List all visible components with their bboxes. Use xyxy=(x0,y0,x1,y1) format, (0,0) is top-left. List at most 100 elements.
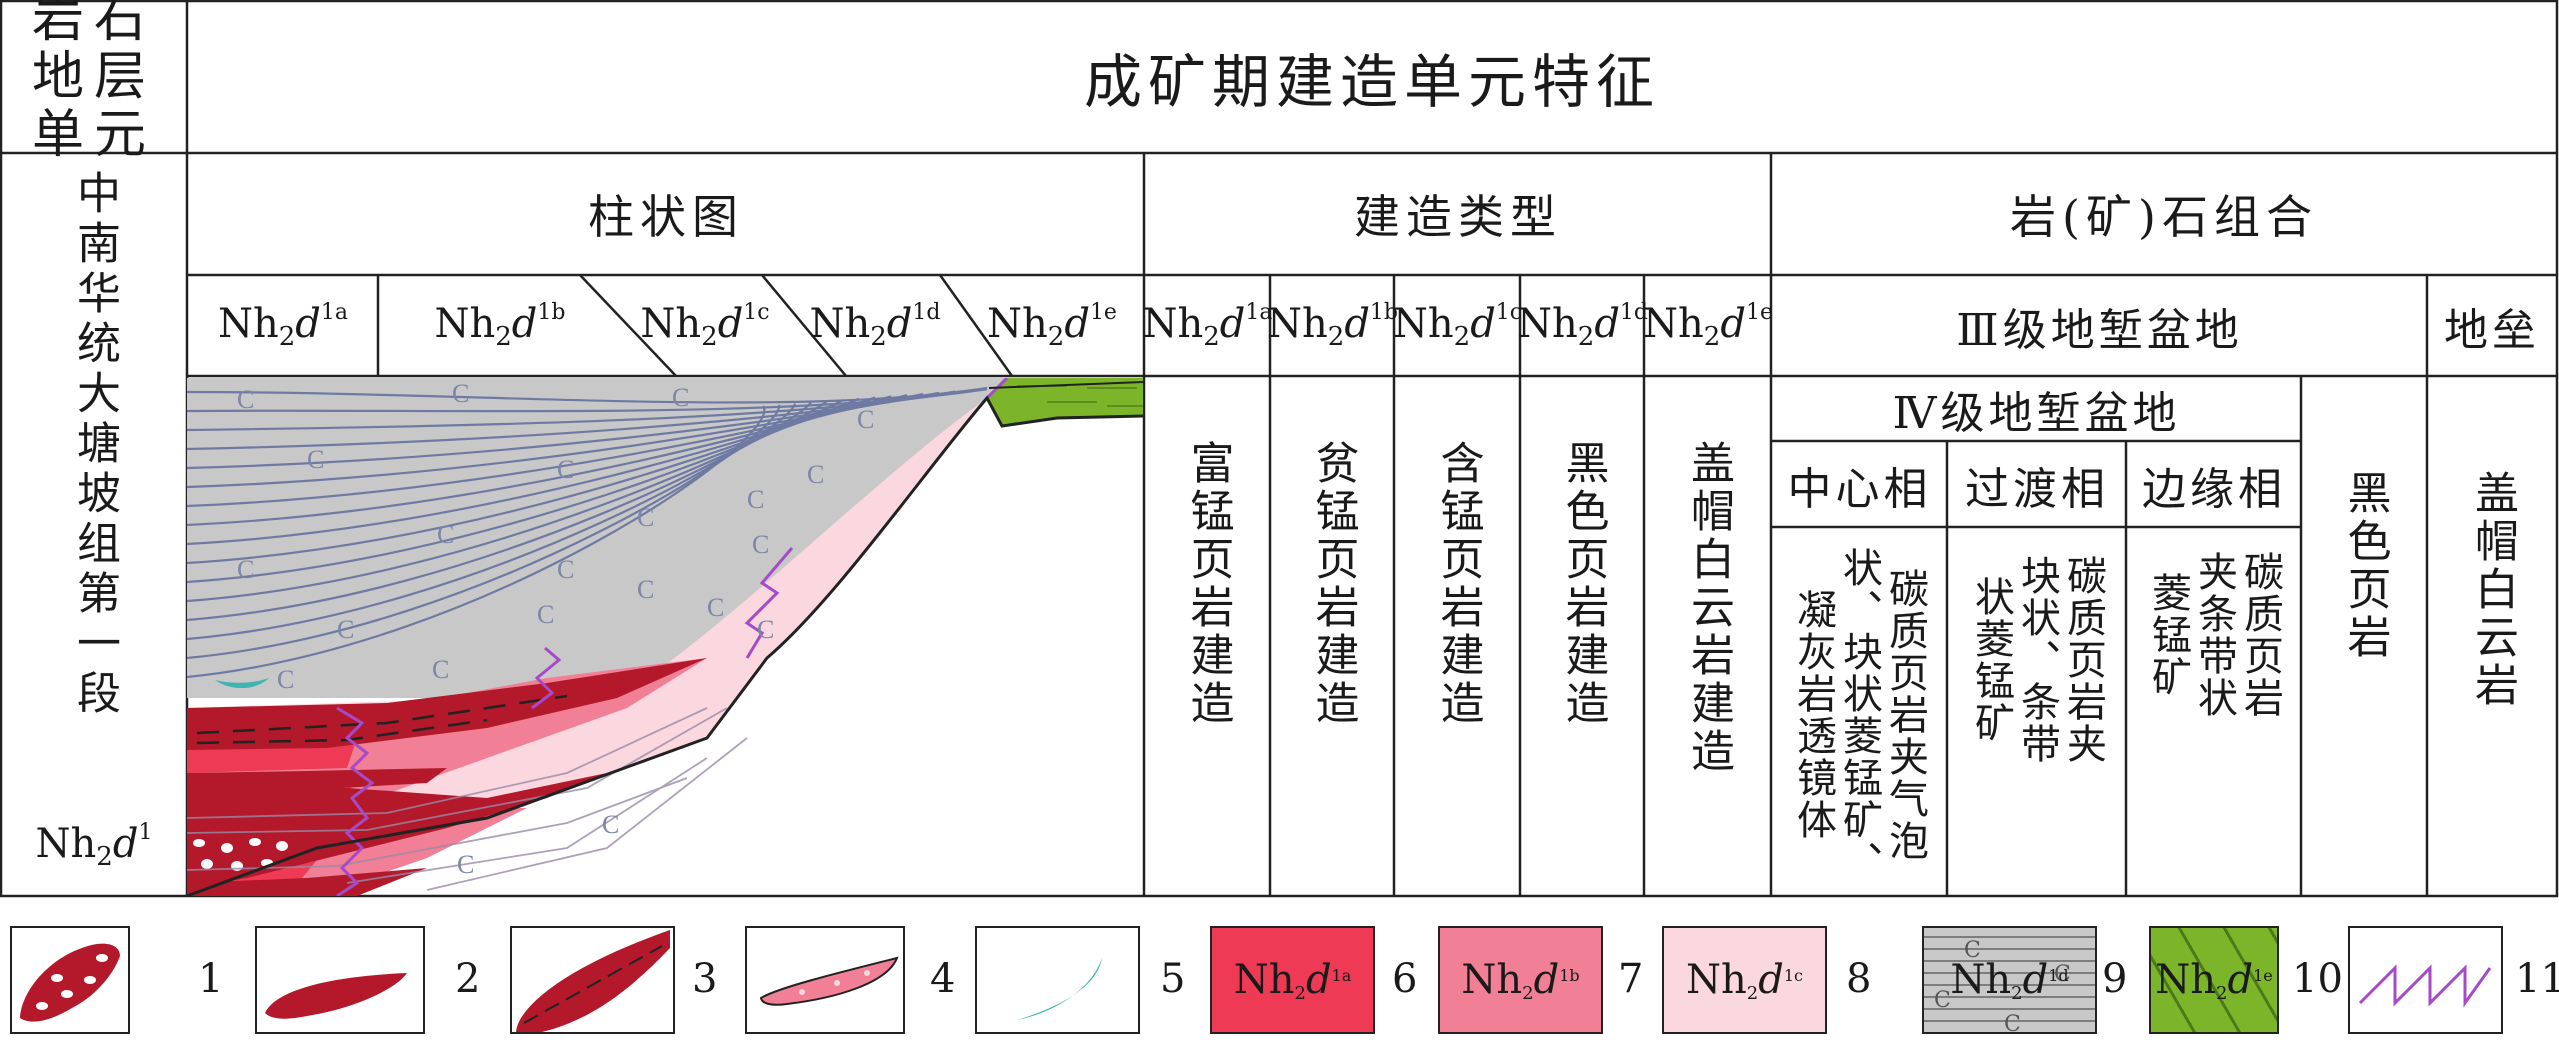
horst-header: 地垒 xyxy=(2444,305,2540,356)
legend-number-6: 6 xyxy=(1392,956,1418,1002)
legend-code-7: Nh2d1b xyxy=(1440,928,1601,1032)
legend-number-4: 4 xyxy=(930,956,956,1002)
legend-number-2: 2 xyxy=(455,956,481,1002)
code-sup: 1a xyxy=(320,300,349,325)
code-sub: 2 xyxy=(1703,322,1721,352)
code-base: Nh xyxy=(1461,956,1523,1003)
formation-type-label: 贫锰页岩建造 xyxy=(1307,440,1359,728)
code-sub: 2 xyxy=(1746,982,1759,1004)
legend-code-8: Nh2d1c xyxy=(1664,928,1825,1032)
formation-type-unit-1e: Nh2d1e xyxy=(1643,277,1773,375)
bedding-line xyxy=(187,405,766,679)
code-base: Nh xyxy=(809,301,871,347)
code-ital: d xyxy=(717,301,744,347)
c-symbol: C xyxy=(307,445,324,474)
code-base: Nh xyxy=(434,301,496,347)
code-sub: 2 xyxy=(278,322,296,352)
code-sub: 2 xyxy=(1453,322,1471,352)
code-base: Nh xyxy=(1517,301,1578,347)
formation-type-text-1d: 黑色页岩建造 xyxy=(1521,440,1644,860)
tuff-lens-icon xyxy=(977,928,1138,1032)
code-sub: 2 xyxy=(701,322,718,352)
figure-title: 成矿期建造单元特征 xyxy=(1083,48,1660,116)
facies-boundary-zigzag-icon xyxy=(2350,928,2501,1032)
code-base: Nh xyxy=(987,301,1048,347)
facies-transition-header: 过渡相 xyxy=(1965,463,2109,515)
formation-type-unit-1a: Nh2d1a xyxy=(1142,277,1272,375)
column-unit-header-1d: Nh2d1d xyxy=(790,277,960,375)
c-symbol: C xyxy=(2054,962,2071,987)
legend-number-5: 5 xyxy=(1160,956,1186,1002)
strat-unit-code: Nh2d1 xyxy=(35,820,153,872)
code-sup: 1b xyxy=(537,300,566,325)
c-symbol: C xyxy=(1964,938,1981,963)
code-ital: d xyxy=(1219,301,1246,347)
column-unit-header-1e: Nh2d1e xyxy=(960,277,1144,375)
code-ital: d xyxy=(886,301,913,347)
code-ital: d xyxy=(1720,301,1746,347)
c-symbol: C xyxy=(857,405,874,434)
code-sub: 2 xyxy=(1047,322,1065,352)
legend-number-8: 8 xyxy=(1846,956,1872,1002)
code-sup: 1d xyxy=(912,300,941,325)
code-sup: 1c xyxy=(743,300,770,325)
facies-edge-header: 边缘相 xyxy=(2142,463,2286,515)
legend-number-1: 1 xyxy=(198,956,224,1002)
code-sub: 2 xyxy=(1294,982,1306,1004)
rock-assemblage-header: 岩(矿)石组合 xyxy=(2010,190,2318,244)
c-symbol: C xyxy=(637,503,654,532)
bedding-line xyxy=(187,403,797,641)
code-sub: 2 xyxy=(1577,322,1595,352)
code-sup: 1a xyxy=(1331,965,1352,985)
code-sub: 2 xyxy=(2216,982,2228,1004)
column-unit-header-1b: Nh2d1b xyxy=(380,277,620,375)
formation-type-unit-1c: Nh2d1c xyxy=(1392,277,1522,375)
code-sup: 1b xyxy=(1559,965,1580,985)
strat-unit-name: 中南华统大塘坡组第一段 xyxy=(69,170,120,720)
basin-level3-header: Ⅲ级地堑盆地 xyxy=(1956,305,2243,356)
formation-type-unit-1d: Nh2d1d xyxy=(1517,277,1648,375)
formation-type-header: 建造类型 xyxy=(1354,190,1562,244)
code-base: Nh xyxy=(1643,301,1704,347)
c-symbol: C xyxy=(752,530,769,559)
facies-transition-rock: 碳质页岩夹块状、条带状菱锰矿 xyxy=(1968,555,2106,765)
tuff-lens xyxy=(215,678,269,689)
formation-type-text-1c: 含锰页岩建造 xyxy=(1395,440,1520,860)
legend-code-9: Nh2d1d xyxy=(1924,928,2095,1032)
bedding-line xyxy=(187,396,876,546)
basin-level4-header: Ⅳ级地堑盆地 xyxy=(1892,388,2181,439)
c-symbol: C xyxy=(457,850,474,879)
massive-manganese-lens-icon xyxy=(257,928,423,1032)
facies-edge-rock: 碳质页岩夹条带状菱锰矿 xyxy=(2145,551,2283,719)
legend-number-10: 10 xyxy=(2292,956,2343,1002)
code-ital: d xyxy=(1305,956,1332,1003)
horst-rock: 盖帽白云岩 xyxy=(2467,470,2518,710)
code-base: Nh xyxy=(1392,301,1454,347)
bedding-line xyxy=(187,400,828,603)
code-sub: 2 xyxy=(1327,322,1345,352)
legend-box-1 xyxy=(10,926,130,1034)
bedding-line xyxy=(187,397,860,565)
legend-number-3: 3 xyxy=(692,956,718,1002)
facies-center-rock: 碳质页岩夹气泡状、块状菱锰矿、凝灰岩透镜体 xyxy=(1790,547,1928,883)
formation-type-text-1a: 富锰页岩建造 xyxy=(1145,440,1270,860)
code-sup: 1d xyxy=(2048,965,2069,985)
c-symbol: C xyxy=(557,555,574,584)
code-ital: d xyxy=(1064,301,1090,347)
column-unit-header-1a: Nh2d1a xyxy=(188,277,378,375)
bedding-line xyxy=(187,399,844,584)
banded-manganese-lens-icon xyxy=(512,928,673,1032)
shale-pattern xyxy=(1924,928,2095,1032)
legend-box-4 xyxy=(745,926,905,1034)
c-symbol: C xyxy=(337,615,354,644)
code-sup: 1e xyxy=(1089,300,1117,325)
pink-dotted-lens-icon xyxy=(747,928,903,1032)
legend-box-3 xyxy=(510,926,675,1034)
facies-center-header: 中心相 xyxy=(1787,463,1932,515)
formation-type-label: 含锰页岩建造 xyxy=(1432,440,1484,728)
code-ital: d xyxy=(1344,301,1370,347)
c-symbol: C xyxy=(747,485,764,514)
